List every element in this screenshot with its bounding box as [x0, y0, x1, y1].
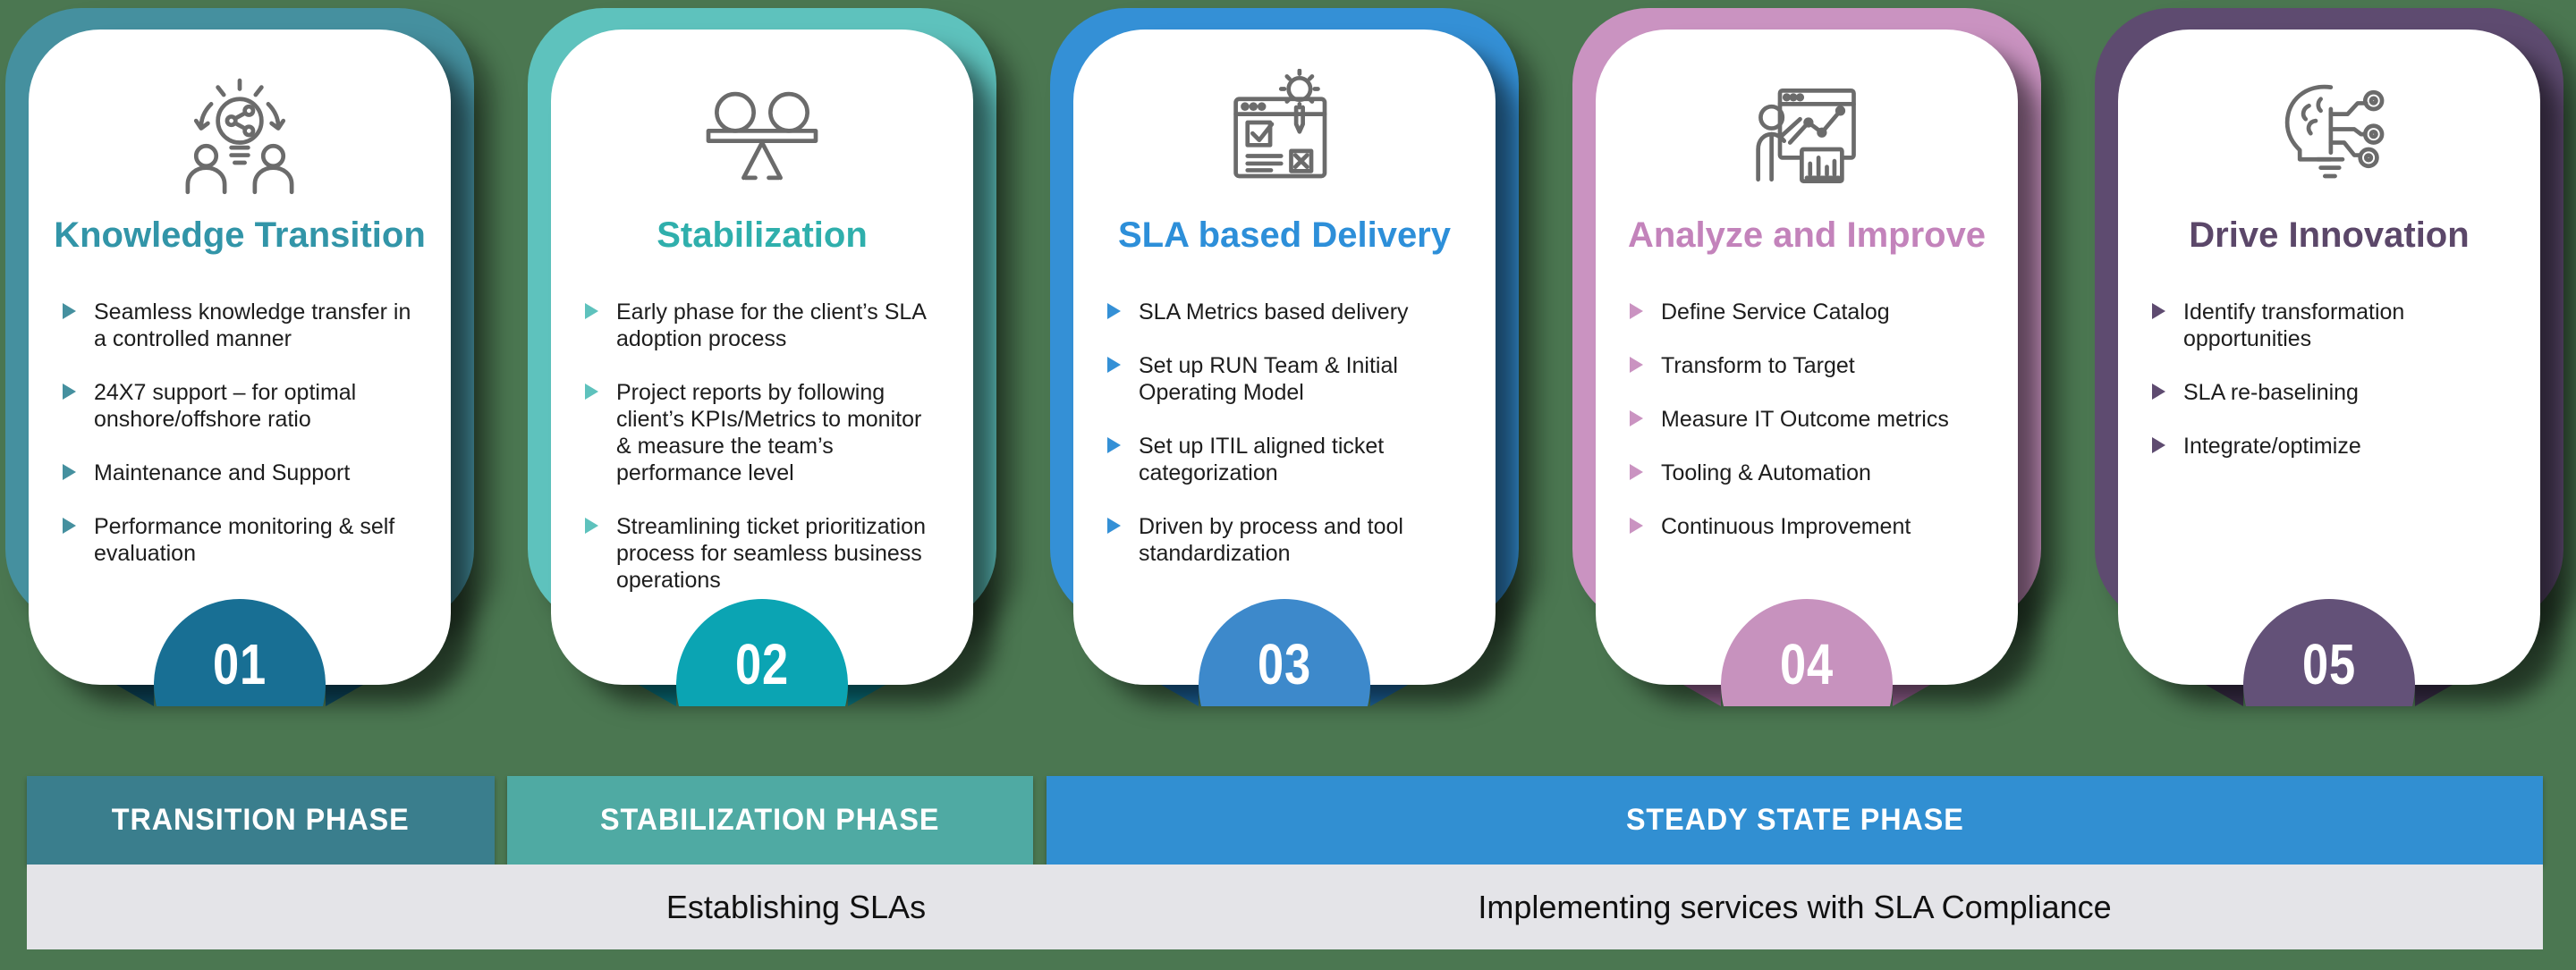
- triangle-bullet-icon: [1107, 303, 1121, 319]
- bullet-item: Set up RUN Team & Initial Operating Mode…: [1107, 352, 1462, 406]
- bullet-item: SLA Metrics based delivery: [1107, 299, 1462, 325]
- step-number-badge: 05: [2243, 599, 2415, 706]
- triangle-bullet-icon: [585, 518, 598, 534]
- bullet-list: SLA Metrics based delivery Set up RUN Te…: [1107, 299, 1462, 567]
- triangle-bullet-icon: [1630, 518, 1643, 534]
- card-title: Stabilization: [657, 215, 868, 255]
- step-number: 01: [212, 632, 267, 696]
- ribbon-fold-right: [1893, 685, 1930, 706]
- step-number: 03: [1257, 632, 1312, 696]
- triangle-bullet-icon: [1630, 464, 1643, 480]
- triangle-bullet-icon: [63, 303, 76, 319]
- triangle-bullet-icon: [2152, 384, 2165, 400]
- card-body: Stabilization Early phase for the client…: [551, 30, 973, 685]
- ribbon-fold-left: [1161, 685, 1199, 706]
- card-title: SLA based Delivery: [1117, 215, 1451, 255]
- triangle-bullet-icon: [1107, 437, 1121, 453]
- ribbon-fold-left: [639, 685, 676, 706]
- step-number-badge: 03: [1199, 599, 1370, 706]
- triangle-bullet-icon: [1630, 303, 1643, 319]
- step-number: 05: [2301, 632, 2357, 696]
- milestone-bar: Establishing SLAs Implementing services …: [27, 865, 2543, 949]
- ribbon-fold-right: [2415, 685, 2453, 706]
- bullet-item: Measure IT Outcome metrics: [1630, 406, 1984, 433]
- ribbon-fold-right: [326, 685, 363, 706]
- step-number: 02: [734, 632, 790, 696]
- triangle-bullet-icon: [585, 303, 598, 319]
- bullet-list: Define Service Catalog Transform to Targ…: [1630, 299, 1984, 540]
- step-number-badge: 01: [154, 599, 326, 706]
- bullet-item: SLA re-baselining: [2152, 379, 2506, 406]
- milestone-establishing-slas: Establishing SLAs: [665, 888, 927, 925]
- knowledge-transfer-icon: [173, 69, 307, 203]
- bullet-item: Integrate/optimize: [2152, 433, 2506, 460]
- triangle-bullet-icon: [585, 384, 598, 400]
- card-body: Drive Innovation Identify transformation…: [2118, 30, 2540, 685]
- bullet-item: Project reports by following client’s KP…: [585, 379, 939, 486]
- bullet-item: Performance monitoring & self evaluation: [63, 513, 417, 567]
- bullet-item: Seamless knowledge transfer in a control…: [63, 299, 417, 352]
- card-analyze-and-improve: Analyze and Improve Define Service Catal…: [1572, 0, 2041, 706]
- phase-cards-row: Knowledge Transition Seamless knowledge …: [5, 0, 2563, 706]
- card-body: Knowledge Transition Seamless knowledge …: [29, 30, 451, 685]
- transition-phase-bar: TRANSITION PHASE: [27, 776, 495, 865]
- card-body: Analyze and Improve Define Service Catal…: [1596, 30, 2018, 685]
- ribbon-fold-left: [1683, 685, 1721, 706]
- bullet-item: 24X7 support – for optimal onshore/offsh…: [63, 379, 417, 433]
- card-title: Drive Innovation: [2189, 215, 2470, 255]
- triangle-bullet-icon: [63, 518, 76, 534]
- step-number-badge: 04: [1721, 599, 1893, 706]
- bullet-item: Identify transformation opportunities: [2152, 299, 2506, 352]
- analytics-presenter-icon: [1740, 69, 1874, 203]
- ribbon-fold-right: [1370, 685, 1408, 706]
- ribbon-fold-left: [2206, 685, 2243, 706]
- timeline-phase-bars: TRANSITION PHASE STABILIZATION PHASE STE…: [27, 776, 2543, 865]
- sla-checklist-icon: [1217, 69, 1352, 203]
- innovation-brain-icon: [2262, 69, 2396, 203]
- triangle-bullet-icon: [2152, 437, 2165, 453]
- bullet-item: Early phase for the client’s SLA adoptio…: [585, 299, 939, 352]
- phase-label: STABILIZATION PHASE: [600, 803, 940, 837]
- card-title: Analyze and Improve: [1627, 215, 1987, 255]
- bullet-item: Maintenance and Support: [63, 460, 417, 486]
- ribbon-fold-left: [116, 685, 154, 706]
- bullet-list: Early phase for the client’s SLA adoptio…: [585, 299, 939, 594]
- bullet-item: Transform to Target: [1630, 352, 1984, 379]
- bullet-item: Define Service Catalog: [1630, 299, 1984, 325]
- bullet-item: Continuous Improvement: [1630, 513, 1984, 540]
- card-body: SLA based Delivery SLA Metrics based del…: [1073, 30, 1496, 685]
- bullet-item: Set up ITIL aligned ticket categorizatio…: [1107, 433, 1462, 486]
- card-title: Knowledge Transition: [54, 215, 426, 255]
- balance-icon: [695, 69, 829, 203]
- step-number-badge: 02: [676, 599, 848, 706]
- triangle-bullet-icon: [63, 384, 76, 400]
- stabilization-phase-bar: STABILIZATION PHASE: [507, 776, 1033, 865]
- bullet-list: Seamless knowledge transfer in a control…: [63, 299, 417, 567]
- bullet-list: Identify transformation opportunities SL…: [2152, 299, 2506, 460]
- card-sla-based-delivery: SLA based Delivery SLA Metrics based del…: [1050, 0, 1519, 706]
- triangle-bullet-icon: [2152, 303, 2165, 319]
- triangle-bullet-icon: [1107, 357, 1121, 373]
- triangle-bullet-icon: [1107, 518, 1121, 534]
- triangle-bullet-icon: [63, 464, 76, 480]
- bullet-item: Streamlining ticket prioritization proce…: [585, 513, 939, 594]
- card-drive-innovation: Drive Innovation Identify transformation…: [2095, 0, 2563, 706]
- ribbon-fold-right: [848, 685, 886, 706]
- card-stabilization: Stabilization Early phase for the client…: [528, 0, 996, 706]
- phase-label: TRANSITION PHASE: [112, 803, 410, 837]
- bullet-item: Tooling & Automation: [1630, 460, 1984, 486]
- phase-label: STEADY STATE PHASE: [1625, 803, 1964, 837]
- card-knowledge-transition: Knowledge Transition Seamless knowledge …: [5, 0, 474, 706]
- bullet-item: Driven by process and tool standardizati…: [1107, 513, 1462, 567]
- triangle-bullet-icon: [1630, 410, 1643, 426]
- triangle-bullet-icon: [1630, 357, 1643, 373]
- steady-state-phase-bar: STEADY STATE PHASE: [1046, 776, 2543, 865]
- milestone-implementing-services: Implementing services with SLA Complianc…: [1478, 888, 2112, 925]
- step-number: 04: [1779, 632, 1835, 696]
